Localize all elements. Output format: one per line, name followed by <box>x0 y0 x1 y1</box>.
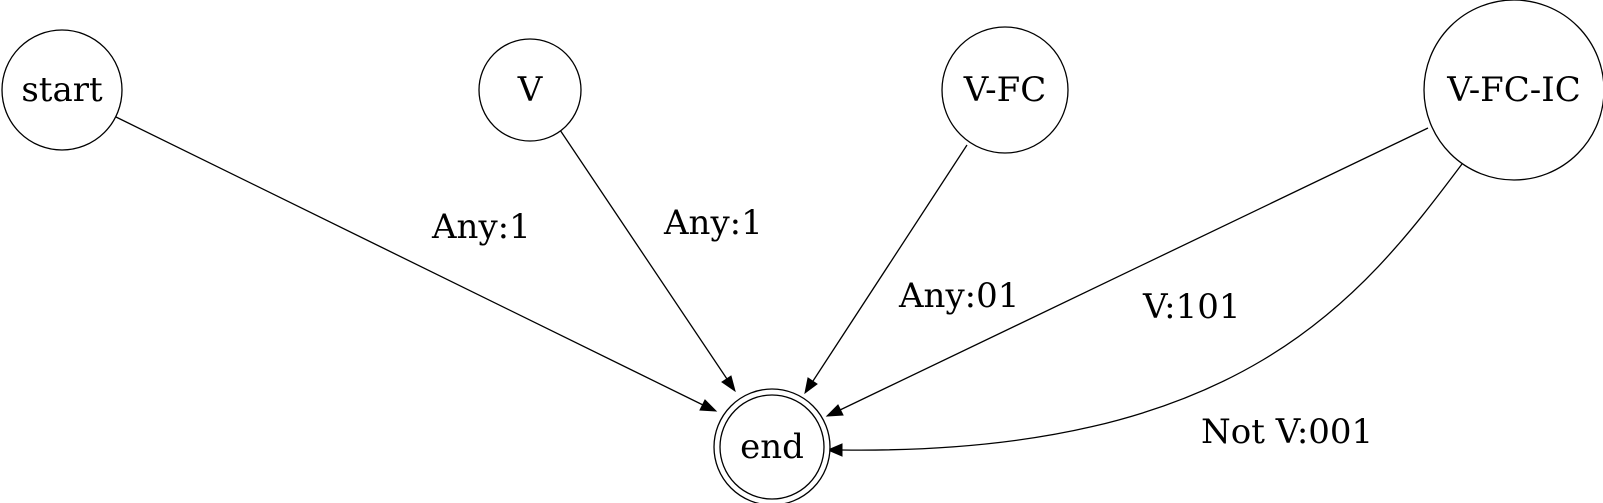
node-v-fc-circle <box>941 26 1069 154</box>
edge-vfcic-to-end-curved: Not V:001 <box>826 163 1463 457</box>
edge-vfc-to-end-line <box>812 144 968 382</box>
edge-vfc-to-end: Any:01 <box>804 144 1019 395</box>
arrowhead-icon <box>826 443 843 457</box>
node-start-label: start <box>21 70 103 110</box>
arrowhead-icon <box>721 375 736 393</box>
node-v-fc-ic-circle <box>1423 0 1603 181</box>
edges: Any:1 Any:1 Any:01 V:101 Not V:001 <box>115 116 1463 457</box>
edge-v-to-end: Any:1 <box>559 129 763 393</box>
node-start-circle <box>1 29 123 151</box>
arrowhead-icon <box>825 404 844 417</box>
edge-vfcic-to-end-curved-line <box>841 163 1463 451</box>
edge-start-to-end-line <box>115 116 704 406</box>
edge-v-to-end-line <box>559 129 728 380</box>
node-v-label: V <box>517 70 544 110</box>
edge-start-to-end: Any:1 <box>115 116 718 412</box>
node-v-fc-ic-label: V-FC-IC <box>1446 70 1580 110</box>
node-v-fc: V-FC <box>941 26 1069 154</box>
edge-label-vfc-end: Any:01 <box>898 276 1019 316</box>
edge-label-vfcic-end-curved: Not V:001 <box>1201 412 1373 452</box>
arrowhead-icon <box>804 377 818 395</box>
edge-label-start-end: Any:1 <box>431 207 531 247</box>
arrowhead-icon <box>699 399 718 412</box>
node-end-inner-circle <box>719 394 825 500</box>
edge-vfcic-to-end-straight: V:101 <box>825 127 1429 417</box>
edge-vfcic-to-end-straight-line <box>839 127 1429 411</box>
node-v-fc-ic: V-FC-IC <box>1423 0 1603 181</box>
edge-label-v-end: Any:1 <box>663 203 763 243</box>
node-v-fc-label: V-FC <box>963 70 1047 110</box>
node-v: V <box>478 38 582 142</box>
node-end: end <box>713 388 831 503</box>
node-start: start <box>1 29 123 151</box>
edge-label-vfcic-end-straight: V:101 <box>1142 287 1240 327</box>
node-v-circle <box>478 38 582 142</box>
node-end-label: end <box>740 427 804 467</box>
